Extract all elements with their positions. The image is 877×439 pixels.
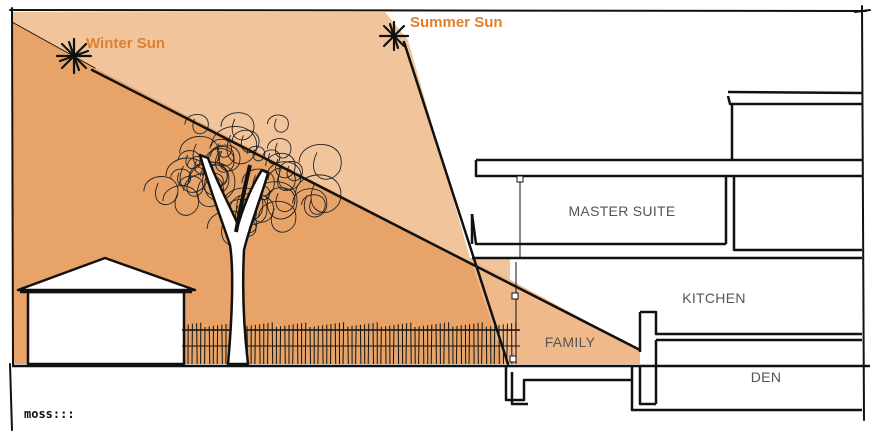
fence-picket — [183, 324, 186, 365]
summer-zone-edge — [11, 21, 96, 69]
tree — [143, 112, 342, 366]
fence-picket — [372, 322, 374, 365]
winter-sun-label: Winter Sun — [86, 35, 165, 52]
fence-picket — [455, 325, 458, 365]
fence-picket — [304, 322, 307, 365]
fence-picket — [430, 324, 433, 365]
tree-canopy-scribble — [178, 175, 204, 197]
room-label-master-suite: MASTER SUITE — [568, 203, 675, 219]
tree-canopy-scribble — [143, 176, 179, 206]
fence-picket — [359, 324, 362, 365]
tree-canopy-scribble — [162, 185, 200, 216]
fence-pickets — [183, 322, 517, 365]
tree-canopy-scribble — [266, 138, 292, 159]
tree-canopy-scribble — [258, 200, 297, 233]
tree-canopy-scribble — [205, 148, 235, 173]
tree-canopy-scribble — [301, 194, 326, 215]
fence-picket — [405, 323, 408, 365]
fence-picket — [418, 326, 420, 365]
tree-canopy-scribble — [267, 114, 289, 133]
fence-picket — [221, 324, 223, 365]
tree-canopy-scribble — [295, 174, 342, 213]
fence-picket — [196, 323, 198, 365]
winter-sun-ray — [90, 68, 642, 352]
room-label-kitchen: KITCHEN — [682, 290, 746, 306]
winter-sun-icon — [55, 37, 93, 75]
tree-canopy-scribble — [265, 152, 296, 179]
fence-picket — [392, 324, 395, 365]
moss-logo: moss::: — [24, 407, 75, 421]
fence-picket — [367, 323, 370, 365]
fence-picket — [279, 326, 282, 365]
fence-picket — [330, 323, 332, 365]
summer-sun-icon — [378, 20, 410, 52]
tree-canopy-scribble — [210, 146, 235, 167]
fence-picket — [267, 322, 269, 365]
room-label-family: FAMILY — [545, 334, 596, 350]
fence-picket — [317, 325, 319, 365]
fence-picket — [481, 322, 483, 365]
tree-canopy-scribble — [179, 135, 220, 170]
tree-canopy-scribble — [188, 161, 230, 196]
fence-picket — [493, 325, 496, 365]
tree-canopy-scribble — [267, 167, 296, 191]
fence-picket — [309, 326, 311, 365]
room-label-den: DEN — [751, 369, 781, 385]
fence-picket — [355, 325, 357, 365]
tree-canopy-scribble — [292, 188, 328, 218]
tree-canopy-scribble — [170, 168, 192, 186]
summer-sun-ray — [402, 40, 510, 366]
tree-canopy-scribble — [265, 187, 296, 213]
fence-picket — [342, 322, 345, 365]
fence-picket — [347, 326, 349, 365]
tree-canopy-scribble — [298, 143, 342, 180]
fence-picket — [292, 324, 294, 365]
fence-picket — [254, 324, 256, 365]
structural-column — [509, 175, 524, 363]
tree-canopy-scribble — [220, 112, 255, 141]
fence-picket — [468, 324, 471, 365]
neighbor-house — [16, 256, 197, 366]
fence-picket — [284, 325, 286, 365]
fence-picket — [334, 323, 337, 365]
sun-rays — [11, 21, 642, 366]
fence-picket — [208, 326, 211, 365]
house-section — [470, 90, 863, 412]
tree-branch-dark — [234, 164, 252, 233]
fence-picket — [271, 322, 274, 365]
fence-picket — [259, 324, 261, 365]
fence-picket — [296, 323, 299, 365]
tree-canopy-scribble — [266, 161, 302, 191]
summer-sun-label: Summer Sun — [410, 14, 503, 31]
sketch-frame — [9, 5, 871, 431]
fence-picket — [380, 326, 382, 365]
fence-picket — [322, 325, 324, 365]
tree-canopy-scribble — [165, 157, 208, 193]
fence-picket — [443, 322, 445, 365]
